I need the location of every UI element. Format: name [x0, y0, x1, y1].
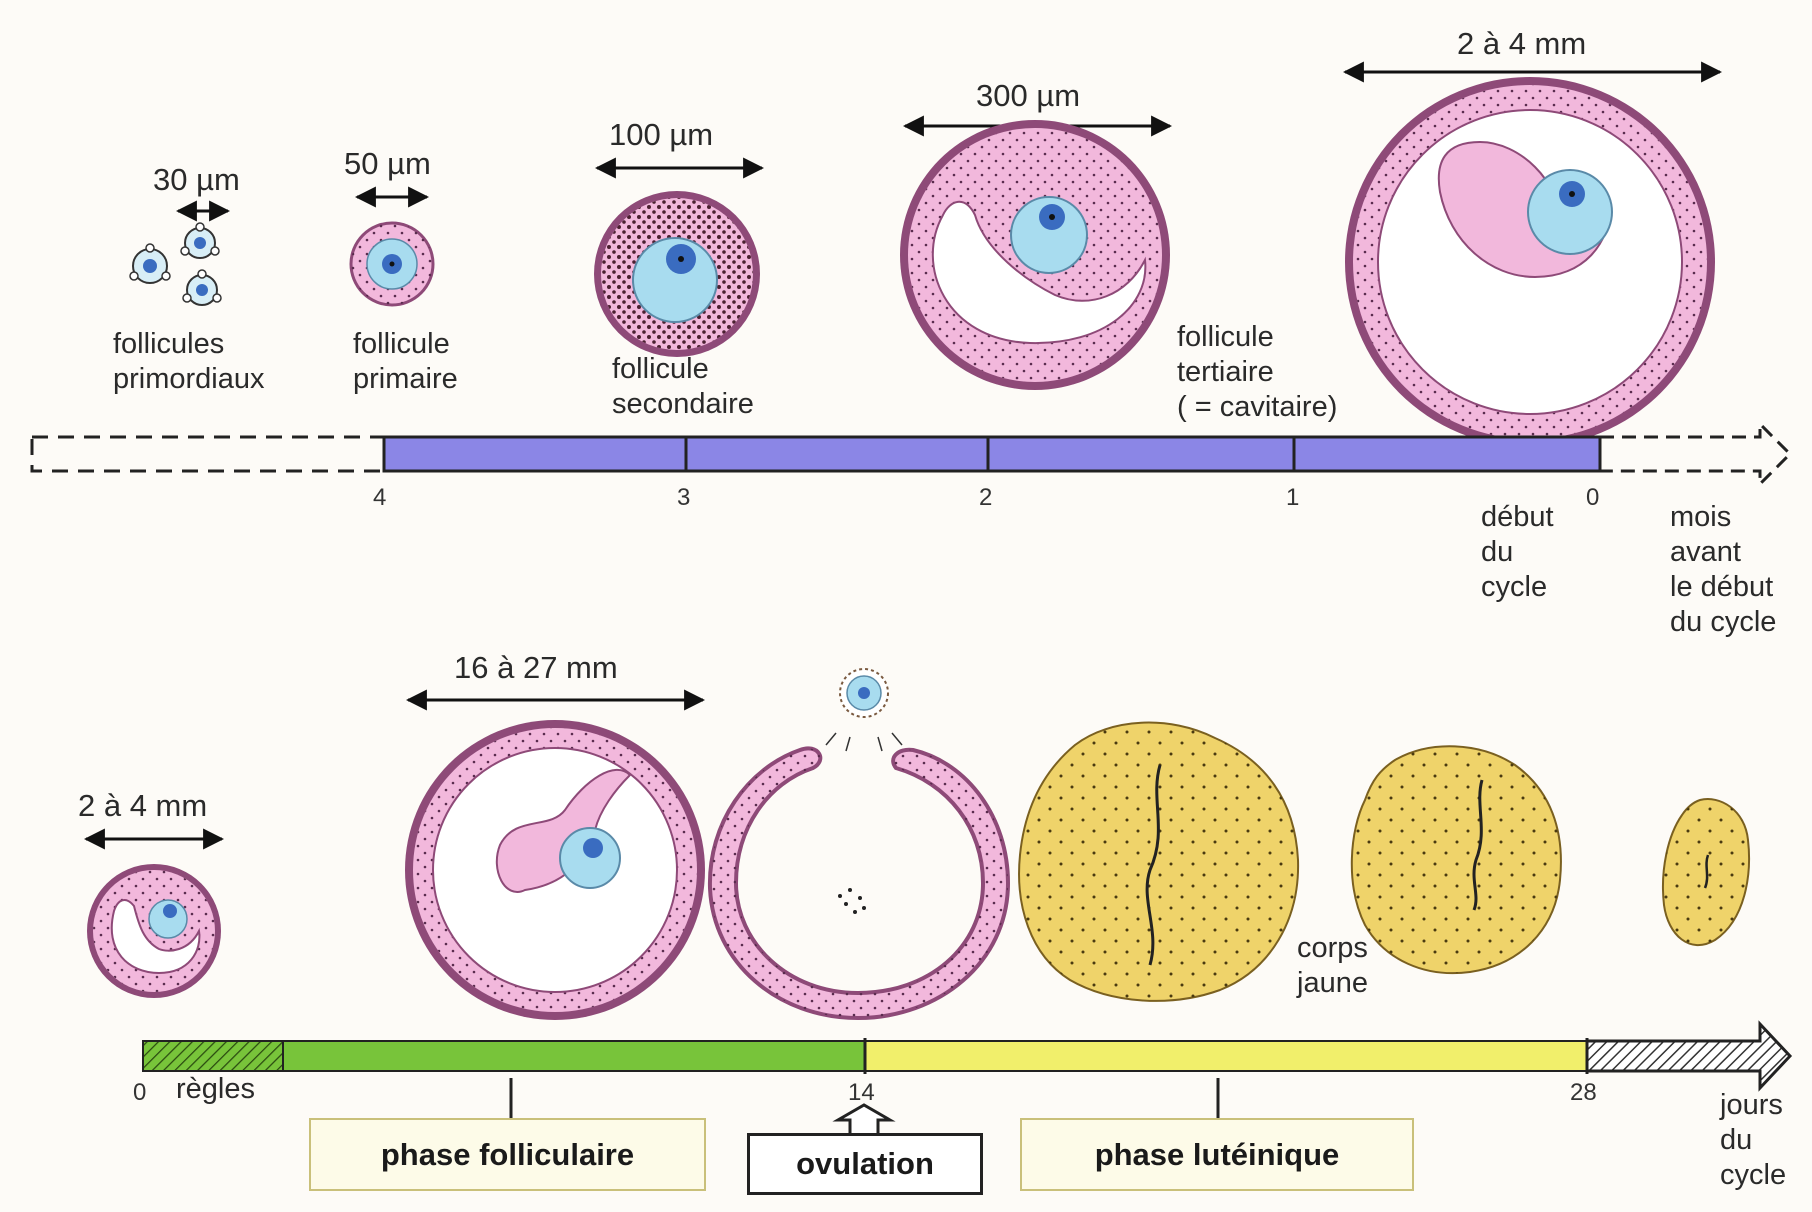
- month-tick-3: 3: [677, 484, 691, 511]
- label-line: avant: [1670, 536, 1741, 568]
- label-tertiary: follicule tertiaire ( = cavitaire): [1177, 320, 1337, 425]
- tertiary-follicle: [900, 120, 1170, 390]
- label-line: du: [1720, 1124, 1753, 1156]
- label-line: mois: [1670, 501, 1732, 533]
- label-line: follicule: [1177, 321, 1274, 353]
- label-line: jours: [1720, 1089, 1783, 1121]
- mature-follicle: [405, 720, 705, 1020]
- label-line: follicules: [113, 328, 225, 360]
- label-line: ( = cavitaire): [1177, 391, 1338, 423]
- month-timeline: [30, 420, 1793, 488]
- label-menses: règles: [176, 1073, 255, 1105]
- phase-follicular-box: phase folliculaire: [309, 1118, 706, 1191]
- corpus-luteum-large: [1018, 721, 1300, 1002]
- axis-label-months: mois avant le début du cycle: [1670, 500, 1776, 640]
- label-line: primaire: [353, 363, 458, 395]
- measure-100um: 100 µm: [609, 117, 714, 152]
- measure-2to4mm-top: 2 à 4 mm: [1457, 26, 1587, 61]
- label-line: primordiaux: [113, 363, 265, 395]
- month-tick-2: 2: [979, 484, 993, 511]
- day-tick-14: 14: [848, 1079, 875, 1106]
- label-primordial: follicules primordiaux: [113, 327, 265, 397]
- label-line: follicule: [353, 328, 450, 360]
- label-line: cycle: [1481, 571, 1548, 603]
- label-secondary: follicule secondaire: [612, 352, 754, 422]
- measure-300um: 300 µm: [976, 78, 1081, 113]
- label-line: début: [1481, 501, 1554, 533]
- ovulation-box: ovulation: [747, 1133, 983, 1195]
- label-line: secondaire: [612, 388, 754, 420]
- primordial-follicles: [129, 222, 222, 306]
- label-line: du: [1481, 536, 1514, 568]
- measure-50um: 50 µm: [344, 146, 431, 181]
- label-line: follicule: [612, 353, 709, 385]
- label-line: le début: [1670, 571, 1774, 603]
- label-line: cycle: [1720, 1159, 1787, 1191]
- small-antral-follicle: [87, 864, 221, 998]
- label-primary: follicule primaire: [353, 327, 458, 397]
- month-tick-1: 1: [1286, 484, 1300, 511]
- corpus-luteum-small: [1661, 798, 1751, 946]
- day-tick-0: 0: [133, 1079, 147, 1106]
- label-line: corps: [1297, 932, 1368, 964]
- corpus-luteum-medium: [1350, 745, 1562, 975]
- month-tick-4: 4: [373, 484, 387, 511]
- day-tick-28: 28: [1570, 1079, 1597, 1106]
- label-line: tertiaire: [1177, 356, 1274, 388]
- ruptured-follicle: [707, 746, 1011, 1021]
- released-ovum: [825, 668, 903, 752]
- measure-16to27mm: 16 à 27 mm: [454, 650, 618, 685]
- primary-follicle: [349, 221, 435, 307]
- label-corpus-luteum: corps jaune: [1297, 931, 1368, 1001]
- measure-30um: 30 µm: [153, 162, 240, 197]
- day-timeline: [142, 1020, 1793, 1133]
- antral-follicle-top: [1345, 77, 1715, 447]
- measure-2to4mm-bottom: 2 à 4 mm: [78, 788, 208, 823]
- label-cycle-start: début du cycle: [1481, 500, 1554, 605]
- axis-label-days: jours du cycle: [1720, 1088, 1786, 1193]
- phase-luteal-box: phase lutéinique: [1020, 1118, 1414, 1191]
- label-line: jaune: [1297, 967, 1368, 999]
- month-tick-0: 0: [1586, 484, 1600, 511]
- secondary-follicle: [594, 191, 760, 357]
- label-line: du cycle: [1670, 606, 1777, 638]
